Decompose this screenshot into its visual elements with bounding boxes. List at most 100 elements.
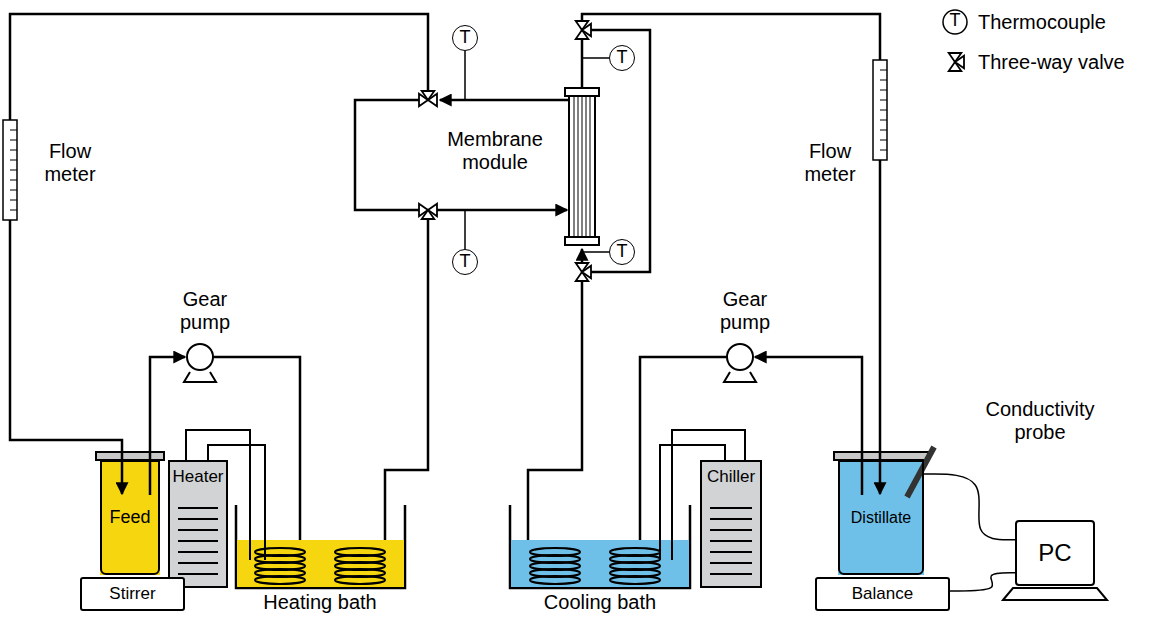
part-label-text: Conductivity probe xyxy=(972,398,1108,444)
stirrer-plate: Stirrer xyxy=(80,577,185,611)
valve-part xyxy=(955,56,964,69)
conductivity-probe xyxy=(907,447,934,497)
flow-meter-tube xyxy=(873,60,887,160)
illustration-part xyxy=(880,150,887,151)
legend-item: Three-way valve xyxy=(940,48,1125,76)
node-label: Distillate xyxy=(851,509,911,527)
pump-base xyxy=(184,372,216,382)
node-label: Stirrer xyxy=(109,585,155,604)
illustration-part xyxy=(880,70,887,71)
thermocouple: T xyxy=(609,45,635,71)
balance-plate: Balance xyxy=(815,577,950,611)
module-inlet-pipe xyxy=(436,209,567,212)
heater-unit: Heater xyxy=(168,460,228,588)
illustration-part xyxy=(255,576,305,584)
jar-lid xyxy=(96,452,164,460)
signal-cable xyxy=(924,474,1015,540)
valve-symbol xyxy=(949,53,964,71)
part-label: Heating bath xyxy=(240,591,400,614)
valve-part xyxy=(582,24,591,37)
feed-return-pipe xyxy=(10,14,428,494)
illustration-part xyxy=(10,180,17,181)
legend-sample xyxy=(940,8,974,36)
node-label: T xyxy=(460,28,471,48)
illustration-part xyxy=(880,130,887,131)
pc-screen: PC xyxy=(1015,520,1095,586)
illustration-part xyxy=(880,110,887,111)
flow-meter-tube xyxy=(3,120,17,220)
illustration-part xyxy=(10,160,17,161)
valve-part xyxy=(422,210,435,219)
illustration-part xyxy=(880,100,887,101)
distillate-return-pipe xyxy=(582,14,880,494)
part-label: Gear pump xyxy=(713,288,777,334)
membrane-module xyxy=(569,88,595,245)
three-way-valves xyxy=(419,21,591,281)
part-label: Cooling bath xyxy=(520,591,680,614)
node-label: PC xyxy=(1038,540,1071,566)
node-label: Heater xyxy=(172,468,223,487)
coils xyxy=(255,548,660,584)
part-label: Conductivity probe xyxy=(972,398,1108,444)
part-label-text: Flow meter xyxy=(34,140,106,186)
heating-bath-water xyxy=(237,540,404,587)
pipes xyxy=(3,14,1107,600)
cooling-bath-tank xyxy=(510,505,690,588)
illustration-part xyxy=(574,96,575,237)
illustration-part xyxy=(335,576,385,584)
part-label-text: Gear pump xyxy=(713,288,777,334)
illustration-part xyxy=(582,96,583,237)
illustration-part xyxy=(10,200,17,201)
node-label: Balance xyxy=(852,585,913,604)
illustration-part xyxy=(10,150,17,151)
part-label-text: Heating bath xyxy=(263,591,376,614)
bypass-pipe xyxy=(590,30,650,272)
thermocouple-symbol xyxy=(943,10,967,34)
bath-outlet-pipe xyxy=(385,218,428,548)
node-label: Chiller xyxy=(707,468,755,487)
heating-bath-tank xyxy=(236,505,405,588)
illustration-part xyxy=(880,80,887,81)
module-cap xyxy=(565,237,599,245)
valve-part xyxy=(422,91,435,100)
part-label: Membrane module xyxy=(437,128,553,174)
part-label-text: Membrane module xyxy=(437,128,553,174)
part-label-text: Cooling bath xyxy=(544,591,656,614)
cooling-outlet-pipe xyxy=(528,280,582,548)
illustration-part xyxy=(10,130,17,131)
thermocouple: T xyxy=(609,239,635,265)
legend-item: Thermocouple xyxy=(940,8,1106,36)
illustration-part xyxy=(880,90,887,91)
illustration-part xyxy=(10,190,17,191)
distillate-outlet-pipe xyxy=(755,357,862,495)
hollow-fibers xyxy=(574,96,590,237)
part-label: Flow meter xyxy=(794,140,866,186)
bypass-pipe xyxy=(355,100,420,210)
part-label-text: Gear pump xyxy=(173,288,237,334)
part-label: Flow meter xyxy=(34,140,106,186)
part-label-text: Flow meter xyxy=(794,140,866,186)
illustration-part xyxy=(610,576,660,584)
node-label: T xyxy=(617,242,628,262)
module-top-pipe xyxy=(581,38,584,88)
illustration-part xyxy=(586,96,587,237)
illustration-part xyxy=(10,140,17,141)
part-label-text: T xyxy=(950,11,961,31)
node-label: Feed xyxy=(109,508,150,528)
flow-meter-ticks xyxy=(10,70,887,210)
thermocouple: T xyxy=(452,249,478,275)
illustration-part xyxy=(590,96,591,237)
valve-part xyxy=(582,266,591,279)
legend-text: Thermocouple xyxy=(978,11,1106,34)
cooling-bath-water xyxy=(511,540,689,587)
illustration-part xyxy=(530,576,580,584)
illustration-part xyxy=(880,120,887,121)
chiller-unit: Chiller xyxy=(700,460,762,588)
module-cap xyxy=(565,88,599,96)
distillate-jar: Distillate xyxy=(838,460,924,575)
part-label: T xyxy=(945,11,965,31)
thermocouple: T xyxy=(452,25,478,51)
node-label: T xyxy=(617,48,628,68)
signal-cable xyxy=(950,573,1015,591)
